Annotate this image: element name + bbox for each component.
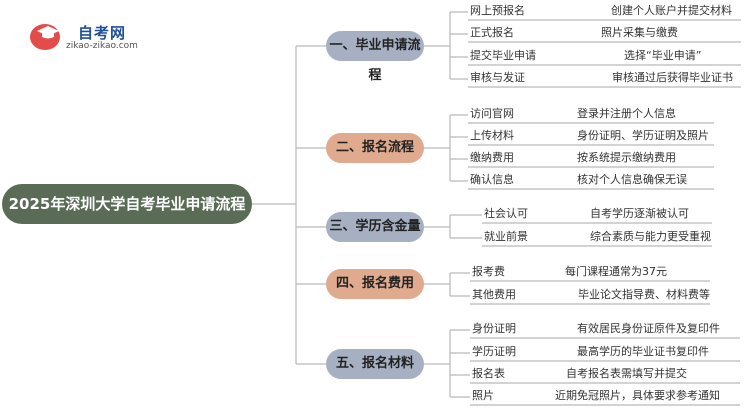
step-description: 身份证明、学历证明及照片 — [577, 129, 709, 142]
step-label: 确认信息 — [470, 173, 514, 186]
step-description: 毕业论文指导费、材料费等 — [578, 288, 710, 301]
section-node: 四、报名费用 — [326, 269, 424, 299]
step-label: 访问官网 — [470, 107, 514, 120]
step-description: 按系统提示缴纳费用 — [577, 151, 676, 164]
step-label: 上传材料 — [470, 129, 514, 142]
step-description: 最高学历的毕业证书复印件 — [577, 345, 709, 358]
step-description: 近期免冠照片，具体要求参考通知 — [555, 389, 720, 402]
step-label: 报考费 — [472, 265, 505, 278]
step-label: 正式报名 — [470, 26, 514, 39]
step-description: 创建个人账户并提交材料 — [611, 4, 732, 17]
graduation-cap-icon — [37, 26, 59, 39]
site-logo[interactable]: 自考网 zikao-zikao.com — [30, 20, 180, 54]
step-description: 照片采集与缴费 — [601, 26, 678, 39]
step-description: 核对个人信息确保无误 — [577, 173, 687, 186]
logo-title: 自考网 — [78, 24, 127, 42]
step-label: 提交毕业申请 — [470, 49, 536, 62]
step-description: 审核通过后获得毕业证书 — [612, 71, 733, 84]
step-description: 自考学历逐渐被认可 — [590, 207, 689, 220]
step-label: 其他费用 — [472, 288, 516, 301]
section-node: 一、毕业申请流程 — [326, 31, 424, 83]
step-description: 每门课程通常为37元 — [565, 265, 667, 278]
step-label: 照片 — [472, 389, 494, 402]
section-node: 二、报名流程 — [326, 133, 424, 163]
step-label: 网上预报名 — [470, 4, 525, 17]
step-label: 就业前景 — [484, 230, 528, 243]
section-node: 三、学历含金量 — [326, 212, 424, 242]
step-description: 自考报名表需填写并提交 — [566, 367, 687, 380]
step-description: 有效居民身份证原件及复印件 — [577, 322, 720, 335]
step-label: 报名表 — [472, 367, 505, 380]
step-description: 登录并注册个人信息 — [577, 107, 676, 120]
step-label: 身份证明 — [472, 322, 516, 335]
logo-url: zikao-zikao.com — [66, 41, 138, 51]
mindmap-root-topic: 2025年深圳大学自考毕业申请流程 — [2, 184, 252, 224]
step-label: 缴纳费用 — [470, 151, 514, 164]
step-label: 审核与发证 — [470, 71, 525, 84]
section-node: 五、报名材料 — [326, 349, 424, 379]
step-description: 综合素质与能力更受重视 — [590, 230, 711, 243]
step-label: 社会认可 — [484, 207, 528, 220]
step-label: 学历证明 — [472, 345, 516, 358]
step-description: 选择“毕业申请” — [624, 49, 702, 62]
